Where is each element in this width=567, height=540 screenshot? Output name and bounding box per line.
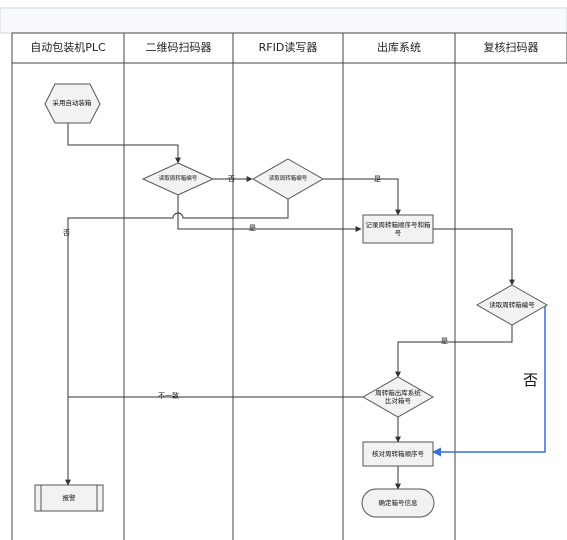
node-alarm-shape <box>34 484 104 512</box>
lane-header-rfid: RFID读写器 <box>258 41 318 54</box>
edge-record-to-recheck <box>433 228 515 286</box>
node-confirm-label: 确定箱号信息 <box>378 498 418 507</box>
edge-qr-to-record <box>177 195 362 232</box>
edge-recheck-to-compare <box>395 325 513 378</box>
header-strip <box>0 7 567 34</box>
node-verify-shape <box>362 441 434 467</box>
node-alarm-label: 报警 <box>62 493 76 502</box>
node-record-label: 记录周转箱顺序号和箱号 <box>365 220 431 237</box>
node-read-qr-shape <box>141 162 215 196</box>
node-read-recheck-shape <box>475 284 549 326</box>
edge-start-to-qr <box>67 123 181 164</box>
lane-header-outbound: 出库系统 <box>377 41 421 54</box>
lane-header-qr: 二维码扫码器 <box>145 41 212 54</box>
edge-label-qr-yes: 是 <box>249 224 256 232</box>
node-start-shape <box>44 83 101 124</box>
node-read-rfid-shape <box>251 158 325 200</box>
node-compare-label: 周转箱出库系统比对箱号 <box>375 388 421 405</box>
edge-label-recheck-yes: 是 <box>441 337 448 345</box>
edge-label-rfid-yes: 是 <box>374 175 381 183</box>
node-read-rfid-label: 读取周转箱编号 <box>268 175 308 182</box>
edge-label-recheck-no: 否 <box>523 371 539 389</box>
edge-label-rfid-no: 否 <box>63 229 70 237</box>
node-compare-shape <box>361 376 435 418</box>
edge-recheck-to-verify <box>432 305 546 457</box>
node-read-qr-label: 读取周转箱编号 <box>158 175 198 182</box>
lane-header-plc: 自动包装机PLC <box>30 41 106 54</box>
edge-rfid-to-alarm <box>65 195 289 486</box>
edge-label-mismatch: 不一致 <box>158 392 179 400</box>
node-start-label: 采用自动装箱 <box>52 99 92 108</box>
node-record-shape <box>362 214 434 244</box>
edge-rfid-to-record <box>323 178 401 216</box>
node-confirm-shape <box>361 488 435 518</box>
node-read-recheck-label: 读取周转箱编号 <box>489 300 535 309</box>
lane-header-recheck: 复核扫码器 <box>483 41 539 54</box>
node-verify-label: 核对周转箱顺序号 <box>372 449 424 458</box>
edge-label-qr-no: 否 <box>228 175 235 183</box>
lane-header-row <box>11 32 567 64</box>
